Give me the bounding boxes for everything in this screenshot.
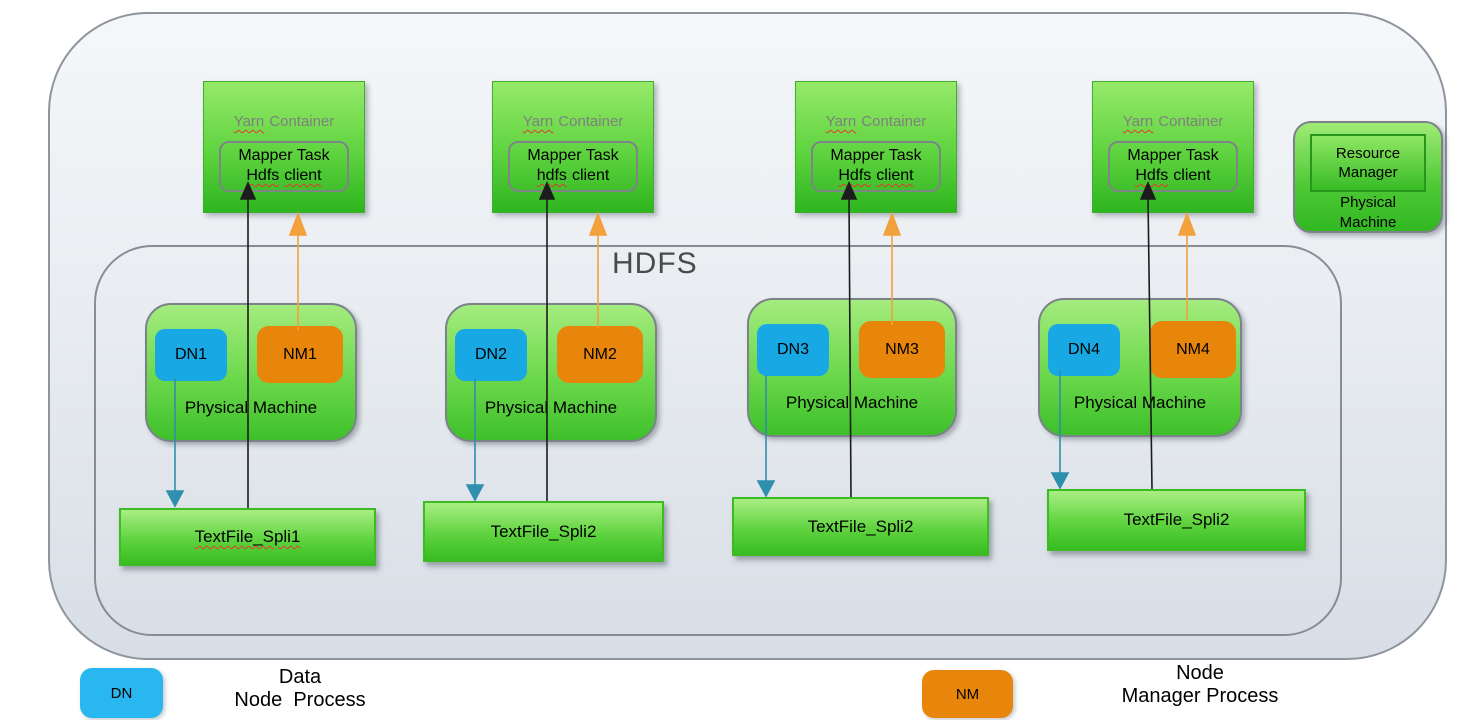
legend-dn-swatch: DN bbox=[80, 668, 163, 718]
textfile-split-3: TextFile_Spli2 bbox=[732, 497, 989, 556]
mapper-task-box: Mapper Task Hdfs client bbox=[1108, 141, 1238, 192]
physical-machine-label: Physical Machine bbox=[1073, 393, 1207, 412]
data-node-chip: DN3 bbox=[757, 324, 829, 376]
physical-machine-2: DN2 NM2 Physical Machine bbox=[445, 303, 657, 442]
textfile-split-2: TextFile_Spli2 bbox=[423, 501, 664, 562]
data-node-chip: DN1 bbox=[155, 329, 227, 381]
hdfs-title: HDFS bbox=[612, 247, 698, 280]
physical-machine-label: Physical Machine bbox=[184, 398, 318, 417]
hdfs-client-label: Hdfs client bbox=[1135, 167, 1211, 184]
node-manager-chip: NM1 bbox=[257, 326, 343, 383]
mapper-task-label: Mapper Task bbox=[527, 147, 619, 164]
hdfs-client-label: Hdfs client bbox=[246, 167, 322, 184]
resource-manager-box: Resource Manager bbox=[1310, 134, 1426, 192]
mapper-task-label: Mapper Task bbox=[238, 147, 330, 164]
yarn-container-1: Yarn Container Mapper Task Hdfs client bbox=[203, 81, 365, 213]
legend-nm-swatch: NM bbox=[922, 670, 1013, 718]
physical-machine-4: DN4 NM4 Physical Machine bbox=[1038, 298, 1242, 437]
hdfs-client-label: hdfs client bbox=[536, 167, 610, 184]
node-manager-chip: NM4 bbox=[1150, 321, 1236, 378]
data-node-chip: DN4 bbox=[1048, 324, 1120, 376]
mapper-task-label: Mapper Task bbox=[1127, 147, 1219, 164]
hdfs-boundary bbox=[94, 245, 1342, 636]
node-manager-chip: NM2 bbox=[557, 326, 643, 383]
physical-machine-1: DN1 NM1 Physical Machine bbox=[145, 303, 357, 442]
hdfs-client-label: Hdfs client bbox=[838, 167, 914, 184]
yarn-container-4: Yarn Container Mapper Task Hdfs client bbox=[1092, 81, 1254, 213]
textfile-split-1: TextFile_Spli1 bbox=[119, 508, 376, 566]
physical-machine-label: Physical Machine bbox=[785, 393, 919, 412]
physical-machine-label: Physical Machine bbox=[484, 398, 618, 417]
resource-manager-machine: Resource Manager Physical Machine bbox=[1293, 121, 1443, 233]
mapper-task-box: Mapper Task Hdfs client bbox=[219, 141, 349, 192]
yarn-container-2: Yarn Container Mapper Task hdfs client bbox=[492, 81, 654, 213]
node-manager-chip: NM3 bbox=[859, 321, 945, 378]
yarn-container-title: Yarn Container bbox=[522, 113, 624, 130]
data-node-chip: DN2 bbox=[455, 329, 527, 381]
mapper-task-box: Mapper Task Hdfs client bbox=[811, 141, 941, 192]
legend-nm-label: Node Manager Process bbox=[1121, 662, 1279, 707]
physical-machine-3: DN3 NM3 Physical Machine bbox=[747, 298, 957, 437]
yarn-container-title: Yarn Container bbox=[233, 113, 335, 130]
resource-manager-machine-label: Physical Machine bbox=[1339, 194, 1397, 232]
legend-dn-label: Data Node Process bbox=[234, 666, 366, 711]
mapper-task-label: Mapper Task bbox=[830, 147, 922, 164]
yarn-container-title: Yarn Container bbox=[1122, 113, 1224, 130]
yarn-container-3: Yarn Container Mapper Task Hdfs client bbox=[795, 81, 957, 213]
mapper-task-box: Mapper Task hdfs client bbox=[508, 141, 638, 192]
yarn-container-title: Yarn Container bbox=[825, 113, 927, 130]
textfile-split-4: TextFile_Spli2 bbox=[1047, 489, 1306, 551]
